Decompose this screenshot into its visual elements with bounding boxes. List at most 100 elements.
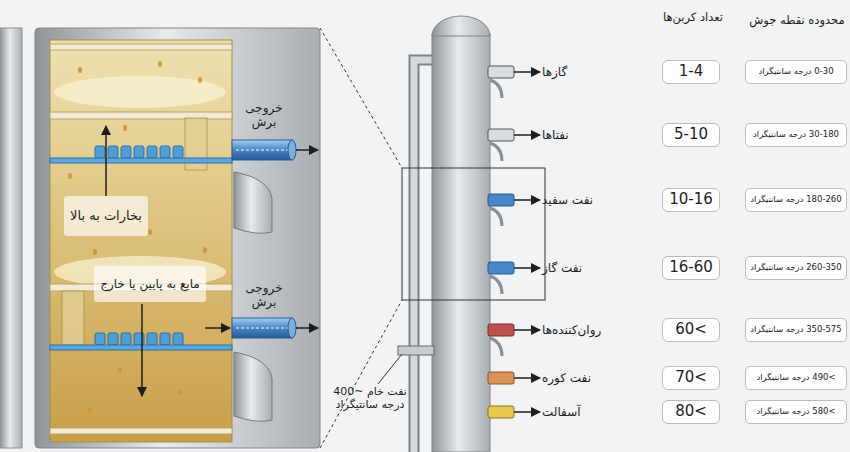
product-name: نفت گاز [542,258,622,278]
node-text: >80 [675,403,707,420]
droplet [68,173,72,179]
outlet-pipe [232,140,292,160]
boiling-range-box: >490 درجه سانتیگراد [745,366,847,390]
column-header: تعداد کربن‌ها [650,4,736,32]
column-wall-strip [0,28,22,448]
outlet-arrow [514,199,540,201]
downcomer [62,291,84,345]
column-interior [50,40,232,442]
column-wall [35,28,320,448]
bubble-cap [160,333,170,345]
boiling-range-box: 180-260 درجه سانتیگراد [745,188,847,212]
droplet [178,389,182,395]
pipe-flow-line [236,328,288,329]
outlet-arrow [514,377,540,379]
vapor-haze [54,76,226,108]
boiling-range-box: 30-180 درجه سانتیگراد [745,123,847,147]
zoom-guide [320,28,402,168]
node-text: 10-16 [669,191,713,208]
droplet [158,61,162,67]
carbon-count-box: 16-60 [662,256,720,280]
outlet-pipe [488,324,514,336]
bubble-caps [95,333,183,345]
outlet-arrow [514,329,540,331]
outlet-pipe [488,129,514,141]
wall-shroud [234,352,272,421]
pipe-flow-line [236,150,288,151]
outlet-pipe [488,194,514,206]
outlet-pipe [488,66,514,78]
outlet-arrow [296,327,318,329]
droplet [93,249,97,255]
sieve-tray [50,345,232,350]
node-text: >490 درجه سانتیگراد [756,373,835,383]
bubble-cap [147,333,157,345]
bubble-cap [173,146,183,158]
node-text: 260-350 درجه سانتیگراد [750,263,841,273]
outlet-pipe [488,262,514,274]
outlet-arrow [514,71,540,73]
bubble-cap [108,146,118,158]
node-text: 5-10 [674,126,708,143]
liquid-arrow [205,327,230,329]
carbon-count-box: >70 [662,366,720,390]
product-name: نفت سفید [542,190,622,210]
product-name: نفتاها [542,125,622,145]
boiling-range-box: 350-575 درجه سانتیگراد [745,318,847,342]
zoom-frame [402,168,545,300]
node-text: 350-575 درجه سانتیگراد [750,325,841,335]
bubble-cap [121,146,131,158]
carbon-count-box: 1-4 [662,60,720,84]
droplet [78,67,82,73]
node-text: >580 درجه سانتیگراد [756,407,835,417]
tray-lip [490,80,502,98]
carbon-count-box: >80 [662,400,720,424]
vapor-arrow [105,126,107,196]
carbon-count-box: 5-10 [662,123,720,147]
column-dome [432,16,490,36]
outlet-pipe [488,406,514,418]
droplet [198,77,202,83]
outlet-arrow [296,149,318,151]
node-text: 30-180 درجه سانتیگراد [753,130,839,140]
outlet-arrow [514,267,540,269]
node-text: 1-4 [679,63,704,80]
outlet-label: خروجی برش [238,276,290,314]
tray-lip [490,338,502,356]
boiling-range-box: >580 درجه سانتیگراد [745,400,847,424]
feed-label: نفت خام ~400 درجه سانتیگراد [322,380,418,416]
flow-label: بخارات به بالا [64,196,148,236]
zoom-guide [320,300,402,448]
sieve-tray [50,158,232,163]
pipe-end [288,318,296,338]
distillation-column [432,34,490,452]
tray-lip [490,276,502,294]
boiling-range-box: 260-350 درجه سانتیگراد [745,256,847,280]
outlet-arrow [514,411,540,413]
bubble-cap [134,146,144,158]
carbon-count-box: >60 [662,318,720,342]
bubble-cap [121,333,131,345]
outlet-arrow [514,134,540,136]
outlet-pipe [232,318,292,338]
column-header: محدوده نقطه جوش [748,2,846,40]
product-name: آسفالت [542,402,622,422]
product-name: نفت کوره [542,368,622,388]
wall-shroud [234,172,272,233]
droplets [68,61,207,413]
outlet-label: خروجی برش [238,96,290,134]
droplet [148,229,152,235]
column-outlets [488,66,540,418]
bubble-cap [173,333,183,345]
boiling-range-box: 0-30 درجه سانتیگراد [745,60,847,84]
tray-plate [50,428,232,434]
node-text: 180-260 درجه سانتیگراد [750,195,841,205]
node-text: 0-30 درجه سانتیگراد [758,67,833,77]
bubble-cap [147,146,157,158]
bubble-cap [108,333,118,345]
bubble-caps [95,146,183,158]
liquid-arrow [141,304,143,396]
tray-lip [490,143,502,161]
flow-label: مایع به پایین یا خارج [94,266,206,302]
tray-lip [490,208,502,226]
